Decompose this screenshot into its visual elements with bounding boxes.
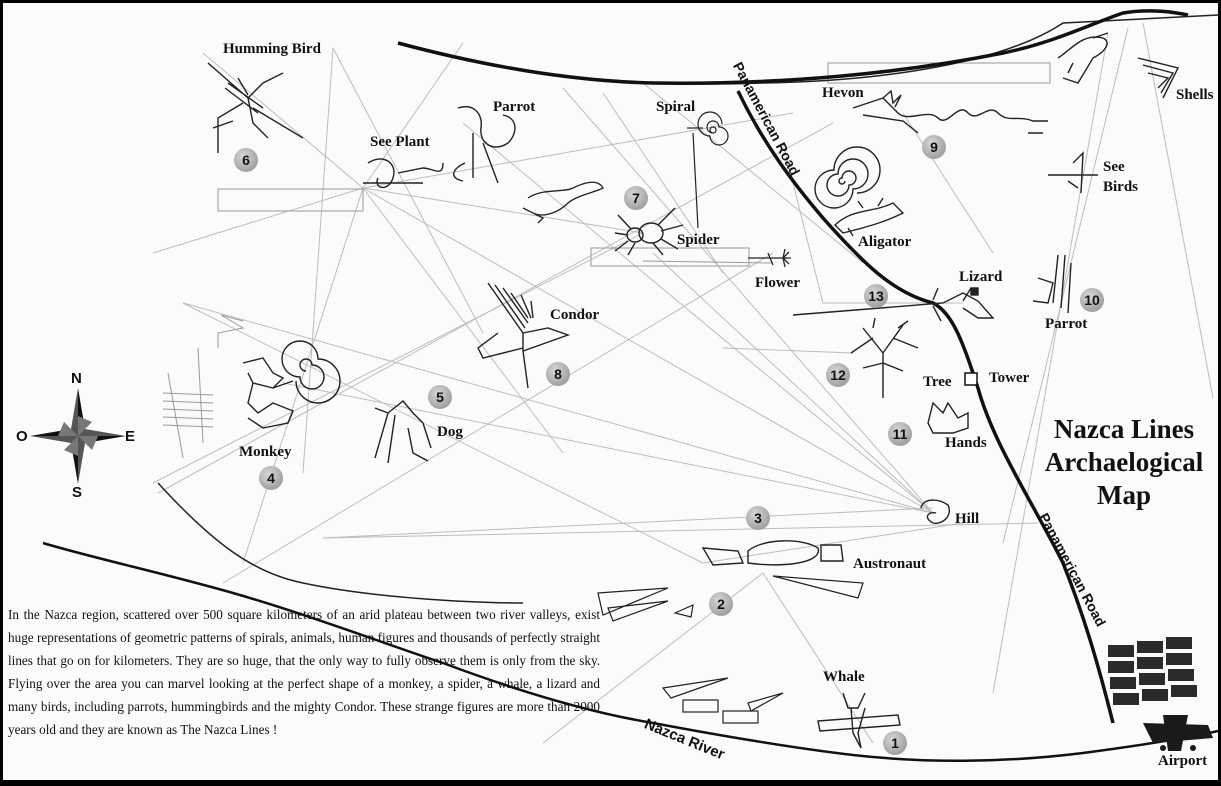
marker-5: 5 [428,385,452,409]
marker-12: 12 [826,363,850,387]
panamerican-road [736,90,1115,724]
label-see-plant: See Plant [370,134,430,150]
label-hands: Hands [945,435,987,451]
marker-4: 4 [259,466,283,490]
nazca-river [42,541,1218,762]
compass-east: E [125,428,136,445]
airplane-icon [1143,715,1213,751]
spider-geoglyph [614,207,684,256]
parrot-right-geoglyph [1032,254,1072,314]
map-title: Nazca Lines Archaelogical Map [1039,413,1209,512]
label-shells: Shells [1176,87,1214,103]
label-airport: Airport [1158,753,1208,769]
marker-8: 8 [546,362,570,386]
label-see-birds-line2: Birds [1103,179,1139,195]
tree-geoglyph [850,317,919,398]
label-tree: Tree [923,374,952,390]
marker-6: 6 [234,148,258,172]
marker-7: 7 [624,186,648,210]
hands-geoglyph [927,401,969,434]
tower-icon [964,372,978,386]
compass-south: S [72,484,83,501]
marker-3: 3 [746,506,770,530]
marker-10: 10 [1080,288,1104,312]
compass-west: O [16,428,28,445]
condor-geoglyph [477,282,571,389]
label-see-birds-line1: See [1103,159,1125,175]
austronaut-geoglyph [701,540,844,566]
label-monkey: Monkey [239,444,292,460]
monkey-geoglyph [242,340,341,429]
title-line-1: Nazca Lines [1053,414,1195,444]
zigzag-geoglyph [217,314,245,348]
bird-geoglyph-top-right [1057,32,1109,84]
label-flower: Flower [755,275,800,291]
stripes-geoglyph [162,347,214,459]
label-humming-bird: Humming Bird [223,41,321,57]
label-austronaut: Austronaut [853,556,927,572]
label-whale: Whale [823,669,865,685]
hummingbird-geoglyph [207,62,304,153]
compass-north: N [71,370,82,387]
marker-11: 11 [888,422,912,446]
marker-13: 13 [864,284,888,308]
dog-geoglyph [374,400,432,464]
label-tower: Tower [989,370,1030,386]
label-aligator: Aligator [858,234,912,250]
whale-geoglyph [817,692,901,749]
marker-2: 2 [709,592,733,616]
heron-geoglyph [852,89,1048,134]
map-drawing [30,9,1218,762]
shells-geoglyph [1137,57,1180,99]
label-dog: Dog [437,424,463,440]
big-spiral-geoglyph [814,146,881,209]
nazca-map: Humming Bird Parrot See Plant Spiral Hev… [3,3,1218,780]
bird-geoglyph-center [522,181,604,224]
label-parrot-top: Parrot [493,99,536,115]
northern-boundary-road [397,9,1189,85]
see-birds-geoglyph [1048,151,1098,194]
map-description: In the Nazca region, scattered over 500 … [8,607,600,738]
label-hevon: Hevon [822,85,864,101]
straight-lines [152,22,1214,744]
spiral-geoglyph [687,111,729,229]
label-spider: Spider [677,232,720,248]
parrot-seeplant-geoglyph [363,106,516,189]
rect-geoglyphs [217,62,1051,267]
flower-geoglyph [748,248,791,268]
compass-rose [30,388,126,484]
triangle-geoglyphs [597,575,864,724]
title-line-3: Map [1097,479,1151,510]
title-line-2: Archaelogical [1044,446,1204,477]
label-spiral: Spiral [656,99,696,115]
label-parrot-right: Parrot [1045,316,1088,332]
airport-building-icon [1108,637,1197,705]
hill-geoglyph [920,499,950,524]
label-hill: Hill [955,511,980,527]
lizard-geoglyph [792,287,995,322]
marker-1: 1 [883,731,907,755]
label-condor: Condor [550,307,600,323]
marker-9: 9 [922,135,946,159]
aligator-geoglyph [833,197,905,237]
label-lizard: Lizard [959,269,1003,285]
